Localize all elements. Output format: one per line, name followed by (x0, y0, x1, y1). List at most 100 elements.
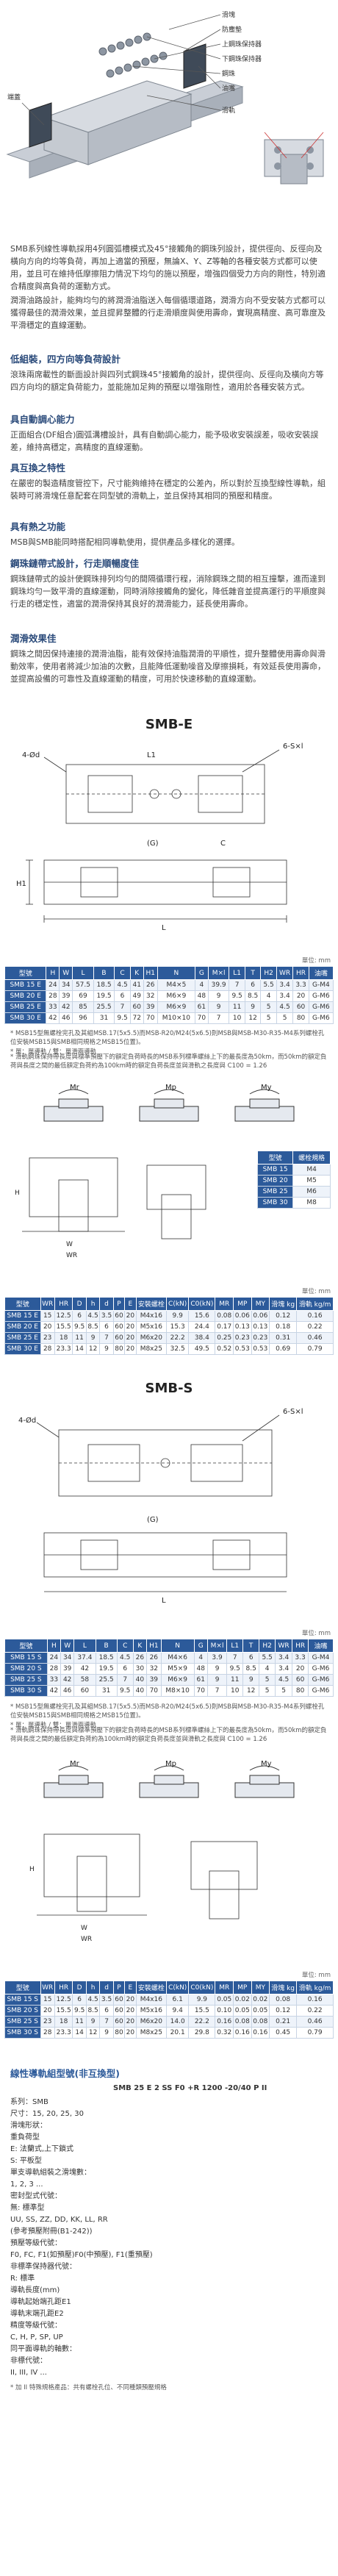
table1-note: * MSB15型無螺栓完孔及其組MSB.17(5x5.5)而MSB-R20/M2… (10, 1030, 325, 1056)
table3-note: * MSB15型無螺栓完孔及其組MSB.17(5x5.5)而MSB-R20/M2… (10, 1703, 325, 1729)
order-item: 非標代號： (10, 2357, 47, 2365)
smb-e-dimension-drawing: 6-S×l 4-Ød L1 L H1 (G) C (16, 743, 303, 932)
feature-section-5: 潤滑效果佳 鋼珠之間因保持連接的潤滑油脂，能有效保持油脂潤滑的平順性，提升整體使… (10, 631, 328, 685)
svg-text:H: H (15, 1189, 20, 1197)
feature-title-1: 具自動調心能力 (10, 414, 75, 425)
exploded-view-figure: 滑塊 防塵墊 上鋼珠保持器 下鋼珠保持器 鋼珠 油嘴 端蓋 滑軌 (0, 0, 338, 235)
hero-label-1: 防塵墊 (222, 25, 242, 34)
feature-title-0: 低組裝，四方向等負荷設計 (10, 354, 121, 365)
intro-paragraph-2: 潤滑油路設計，能夠均勻的將潤滑油脂送入每個循環道路，潤滑方向不受安裝方式都可以獲… (10, 296, 326, 331)
moment-diagrams-2: Mr Mp My (0, 1757, 338, 1808)
moment-label-1: Mp (165, 1084, 176, 1092)
feature-text-5: 鋼珠之間因保持連接的潤滑油脂，能有效保持油脂潤滑的平順性，提升整體使用壽命與滑動… (10, 649, 326, 684)
hero-label-0: 滑塊 (222, 10, 235, 19)
order-item: 尺寸：15, 20, 25, 30 (10, 2110, 84, 2118)
order-item: 滑塊形狀： (10, 2122, 47, 2130)
order-footnote: * 加 II 特殊規格產品：共有螺栓孔位、不同種類預壓規格 (10, 2384, 167, 2391)
hero-label-5: 油嘴 (222, 84, 235, 93)
order-title: 線性導軌組型號(非互換型) (10, 2068, 120, 2079)
order-code-section: 線性導軌組型號(非互換型) SMB 25 E 2 SS F0 +R 1200 -… (10, 2066, 328, 2094)
svg-text:W: W (81, 1925, 87, 1932)
feature-text-0: 滾珠兩席載性的斷面設計與四列式鋼珠45°接觸角的設計，提供徑向、反徑向及橫向方等… (10, 370, 324, 393)
table1-note-2: * 滑軌鋼珠保持帶長度與標準預壓下的額定負荷時長的MSB系列標準螺絲上下的最長度… (10, 1053, 327, 1070)
feature-section-4: 鋼珠鏈帶式設計，行走順暢度佳 鋼珠鏈帶式的設計使鋼珠排列均勻的間隔循環行程，消除… (10, 556, 328, 610)
order-item: 非標準保持器代號： (10, 2263, 76, 2271)
unit-label-1: 單位: mm (301, 957, 331, 965)
order-item: 導軌長度(mm) (10, 2286, 60, 2294)
svg-text:L: L (162, 924, 166, 932)
svg-text:4-Ød: 4-Ød (18, 1416, 36, 1425)
order-item: C, H, P, SP, UP (10, 2333, 63, 2341)
svg-text:6-S×l: 6-S×l (283, 1408, 303, 1416)
moment-label-2b: My (261, 1760, 272, 1768)
moment-diagrams: Mr Mp My (0, 1081, 338, 1132)
order-item: 密封型式代號： (10, 2192, 62, 2200)
svg-text:W: W (66, 1241, 73, 1248)
order-items: 系列：SMB 尺寸：15, 20, 25, 30 滑塊形狀： 重負荷型 E: 法… (10, 2097, 328, 2392)
moment-diagram-illustration-2: Mr Mp My (43, 1760, 295, 1798)
exploded-view-illustration: 滑塊 防塵墊 上鋼珠保持器 下鋼珠保持器 鋼珠 油嘴 端蓋 滑軌 (0, 0, 338, 235)
smb-s-drawing: 6-S×l 4-Ød L (G) (0, 1400, 338, 1628)
feature-title-5: 潤滑效果佳 (10, 633, 57, 644)
moment-label-0: Mr (70, 1084, 80, 1092)
order-item: F0, FC, F1(如預壓)F0(中預壓), F1(重預壓) (10, 2251, 153, 2259)
feature-title-3: 具有熱之功能 (10, 521, 66, 532)
hero-label-2: 上鋼珠保持器 (222, 40, 262, 49)
feature-text-2: 在嚴密的製造精度管控下，尺寸能夠維持在穩定的公差內，所以對於互換型線性導軌，組裝… (10, 479, 326, 501)
order-item: 預壓等級代號： (10, 2239, 62, 2247)
svg-text:4-Ød: 4-Ød (22, 751, 40, 759)
table3-note-2: * 滑軌鋼珠保持帶長度與標準預壓下的額定負荷時長的MSB系列標準螺絲上下的最長度… (10, 1727, 327, 1744)
feature-section-2: 具互換之特性 在嚴密的製造精度管控下，尺寸能夠維持在穩定的公差內，所以對於互換型… (10, 460, 328, 502)
smb-e-drawing: 6-S×l 4-Ød L1 L H1 (G) C (0, 735, 338, 956)
feature-title-2: 具互換之特性 (10, 462, 66, 473)
moment-label-2: My (261, 1084, 272, 1092)
moment-label-0b: Mr (70, 1760, 80, 1768)
hero-label-6: 端蓋 (7, 93, 21, 101)
feature-section-0: 低組裝，四方向等負荷設計 滾珠兩席載性的斷面設計與四列式鋼珠45°接觸角的設計，… (10, 351, 328, 393)
svg-text:H: H (29, 1866, 35, 1873)
feature-text-1: 正面組合(DF組合)圓弧溝槽設計，具有自動調心能力，能予吸收安裝誤差，吸收安裝誤… (10, 430, 319, 453)
order-item: 導軌末端孔距E2 (10, 2310, 64, 2318)
svg-text:L1: L1 (147, 751, 156, 759)
unit-label-2: 單位: mm (301, 1288, 331, 1295)
order-item: 精度等級代號： (10, 2322, 62, 2330)
intro-paragraph: SMB系列線性導軌採用4列圓弧槽模式及45°接觸角的鋼珠列設計，提供徑向、反徑向… (10, 244, 326, 292)
order-item: II, III, IV ... (10, 2369, 47, 2377)
svg-text:WR: WR (66, 1252, 77, 1259)
smb-s-title: SMB-S (145, 1381, 193, 1396)
feature-title-4: 鋼珠鏈帶式設計，行走順暢度佳 (10, 558, 140, 569)
order-item: (參考預壓附冊(B1-242)) (10, 2228, 93, 2236)
moment-label-1b: Mp (165, 1760, 176, 1768)
order-item: 無: 標準型 (10, 2204, 45, 2212)
feature-text-3: MSB與SMB能同時搭配相同導軌使用，提供產品多樣化的選擇。 (10, 537, 240, 547)
order-item: 1, 2, 3 ... (10, 2180, 43, 2189)
hero-label-4: 鋼珠 (222, 69, 235, 78)
feature-section-3: 具有熱之功能 MSB與SMB能同時搭配相同導軌使用，提供產品多樣化的選擇。 (10, 519, 328, 548)
order-item: E: 法蘭式,上下鎖式 (10, 2145, 74, 2153)
cross-section-drawing: W WR H (15, 1157, 206, 1259)
hero-label-7: 滑軌 (222, 106, 235, 115)
smb-s-dimension-drawing: 6-S×l 4-Ød L (G) (18, 1408, 303, 1605)
order-item: S: 平板型 (10, 2157, 42, 2165)
order-item: 重負荷型 (10, 2133, 40, 2142)
